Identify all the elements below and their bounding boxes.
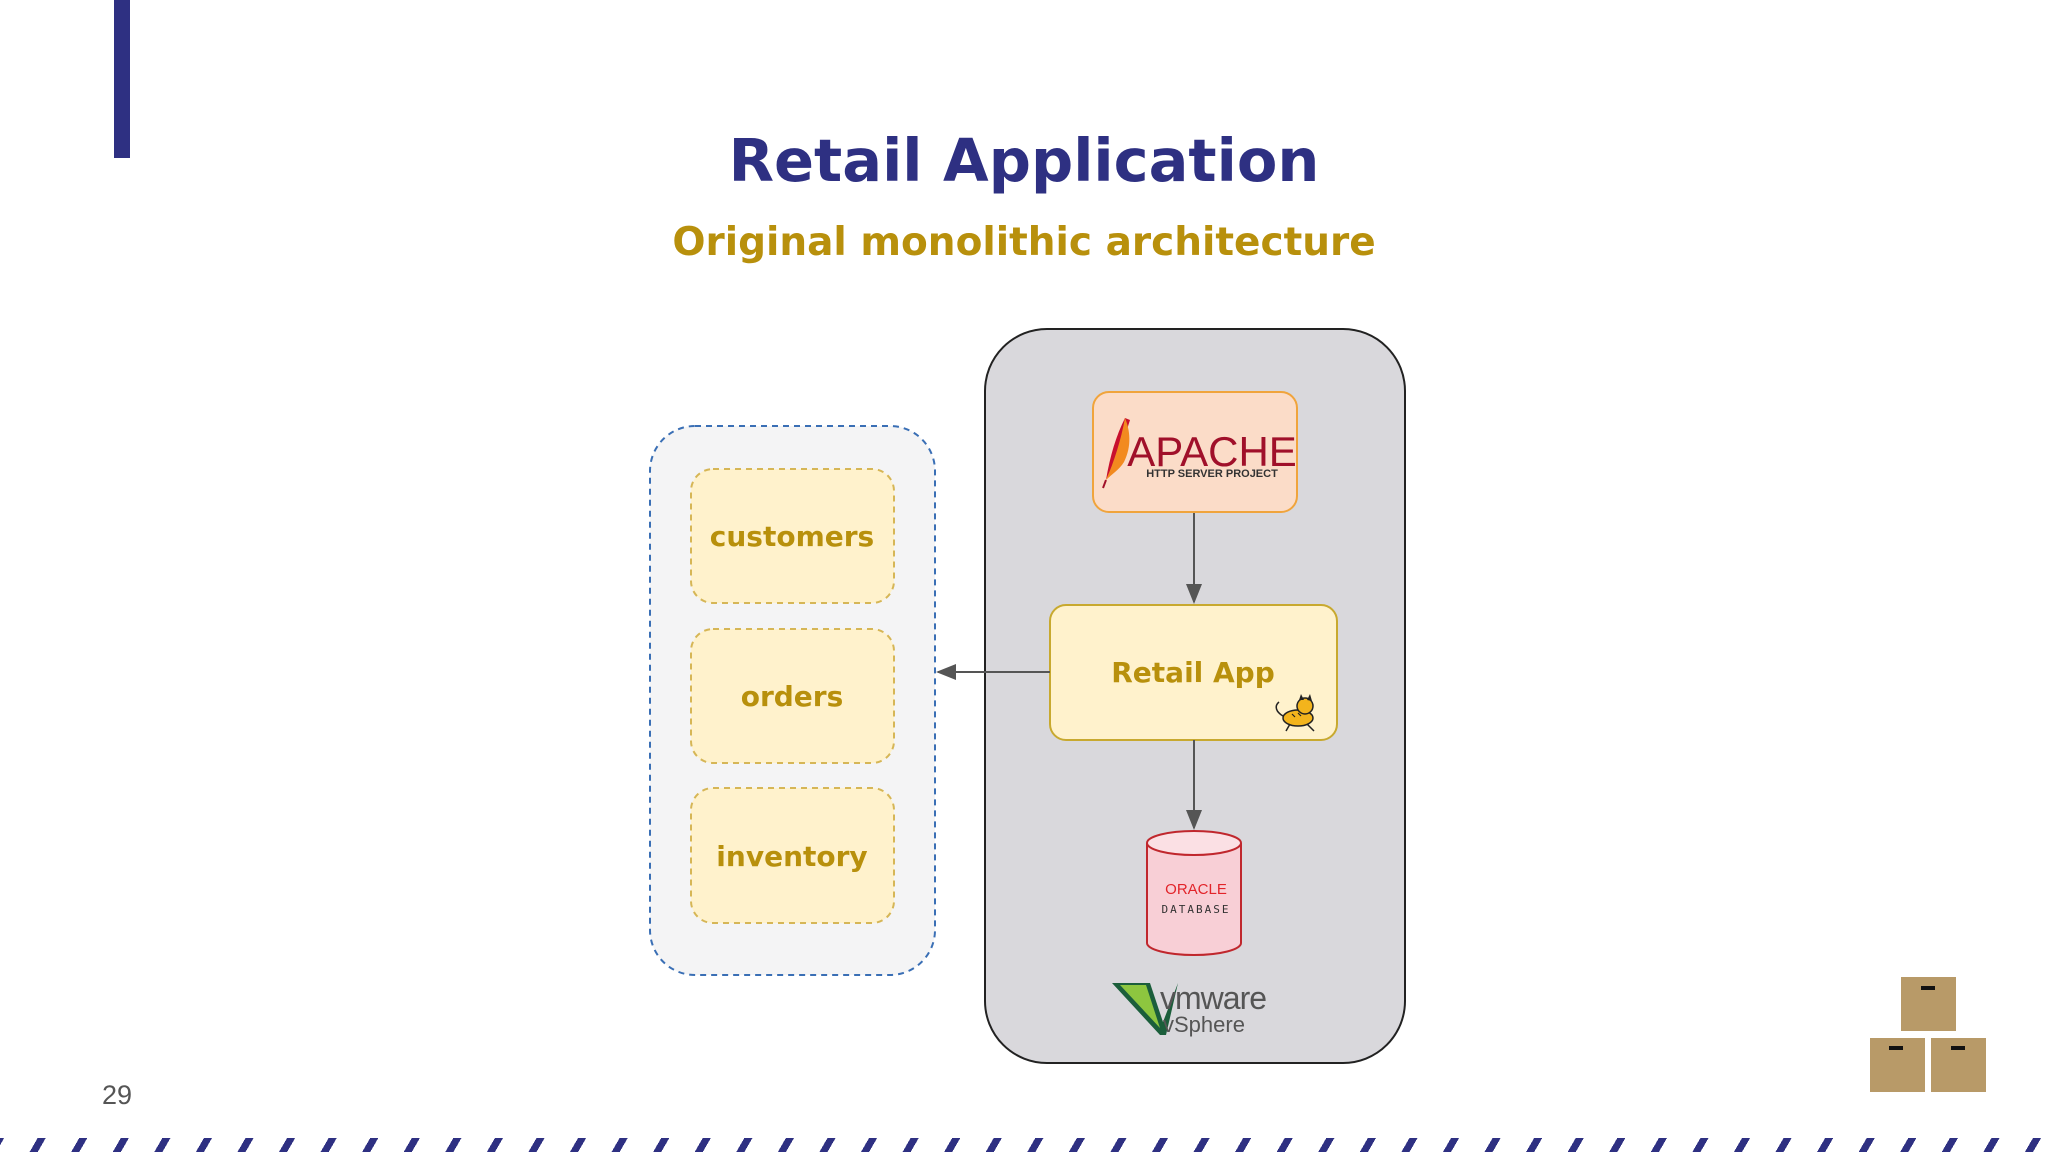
retail-app-label: Retail App — [1111, 656, 1275, 689]
apache-feather-icon — [1102, 418, 1130, 489]
module-label: customers — [710, 520, 874, 553]
module-orders: orders — [690, 628, 895, 764]
tomcat-icon — [1275, 694, 1315, 732]
module-customers: customers — [690, 468, 895, 604]
vmware-vsphere-logo: vmware vSphere — [1112, 980, 1267, 1037]
oracle-logo-subtext: DATABASE — [1162, 903, 1231, 916]
apache-web-server: APACHE HTTP SERVER PROJECT — [1092, 391, 1298, 513]
retail-app: Retail App — [1049, 604, 1338, 741]
module-label: inventory — [716, 840, 867, 873]
page-number: 29 — [102, 1080, 133, 1110]
slide-subtitle: Original monolithic architecture — [672, 220, 1376, 265]
oracle-logo-text: ORACLE — [1165, 881, 1227, 898]
oracle-database: ORACLE DATABASE — [1146, 830, 1242, 956]
apache-logo-text: APACHE — [1127, 428, 1297, 475]
vsphere-logo-text: vSphere — [1163, 1012, 1245, 1037]
box-stack-logo-icon — [1868, 975, 1988, 1094]
footer-stripes — [0, 1138, 2048, 1152]
module-inventory: inventory — [690, 787, 895, 924]
module-label: orders — [741, 680, 844, 713]
accent-bar — [114, 0, 130, 158]
slide-title: Retail Application — [728, 126, 1320, 195]
vmware-logo-text: vmware — [1160, 980, 1266, 1016]
apache-logo-subtext: HTTP SERVER PROJECT — [1146, 468, 1278, 480]
